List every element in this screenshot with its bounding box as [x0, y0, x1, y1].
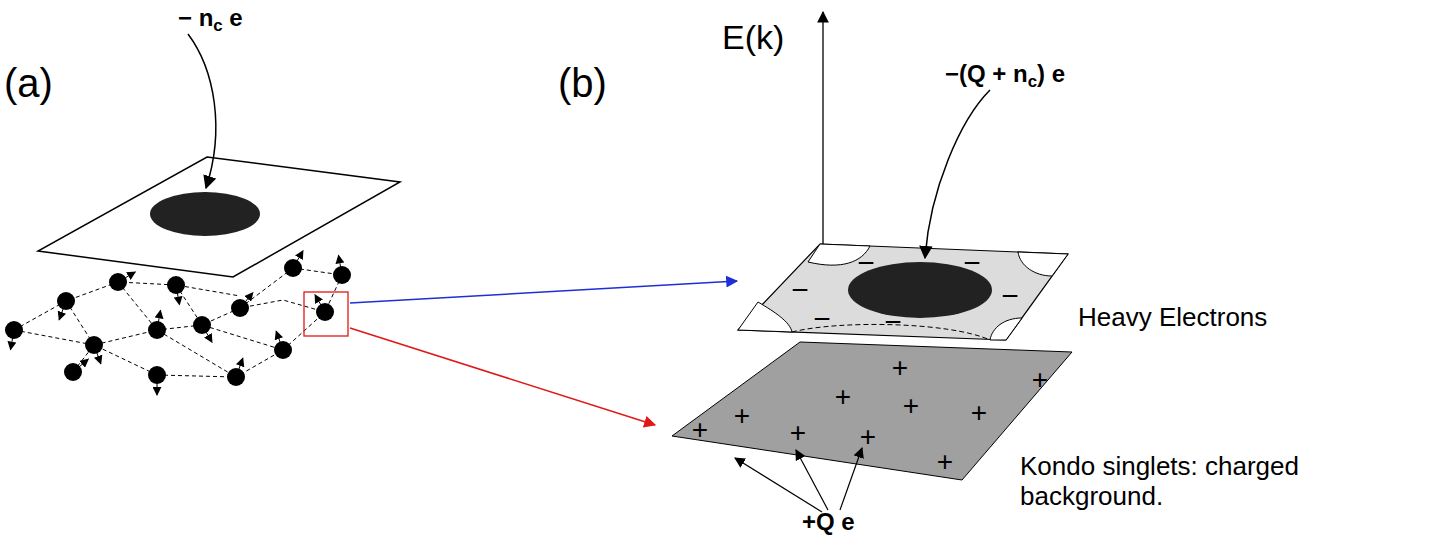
plus-sign: + [971, 397, 987, 429]
spin-arrow [276, 331, 283, 350]
minus-sign: − [791, 273, 809, 308]
leader-arrows [735, 448, 862, 512]
conduction-plane [38, 157, 400, 277]
blue-arrow [350, 281, 737, 303]
panel-label: (a) [4, 60, 53, 106]
leader-arrow [188, 34, 216, 188]
plus-sign: + [892, 352, 908, 384]
plus-sign: + [734, 400, 750, 432]
plus-sign: + [1032, 364, 1048, 396]
panel-label: (b) [558, 60, 607, 106]
plus-sign: + [937, 446, 953, 478]
minus-sign: − [1001, 279, 1019, 314]
spin-arrow [157, 310, 160, 330]
spin-arrow [59, 301, 66, 320]
axis-label: E(k) [722, 18, 784, 57]
kondo-plane [672, 342, 1072, 480]
red-arrow [350, 328, 655, 425]
spin-arrow [202, 325, 212, 342]
spin-arrow [11, 330, 14, 350]
energy-axis [822, 12, 823, 248]
spin-arrow [176, 285, 179, 305]
fermi-pockets [738, 244, 1068, 340]
leader-arrow [925, 90, 990, 258]
spin-lattice [5, 251, 351, 395]
plane-label: Heavy Electrons [1078, 303, 1267, 333]
spin-arrow [236, 358, 243, 377]
minus-sign: − [813, 302, 831, 337]
plus-sign: + [835, 381, 851, 413]
minus-sign: − [857, 246, 875, 281]
spin-arrow [240, 293, 253, 308]
highlight-box [304, 292, 348, 336]
plus-sign: + [860, 421, 876, 453]
plus-sign: + [790, 417, 806, 449]
charge-label: −(Q + nc) e [945, 60, 1065, 91]
minus-sign: − [884, 305, 902, 340]
plus-sign: + [903, 390, 919, 422]
spin-arrow [118, 272, 135, 282]
plus-sign: + [692, 414, 708, 446]
spin-arrow [157, 375, 158, 395]
plane-label: Kondo singlets: charged background. [1020, 452, 1320, 512]
minus-sign: − [963, 246, 981, 281]
spin-arrow [293, 251, 303, 268]
heavy-plane [738, 244, 1068, 340]
lattice-lines [14, 268, 342, 377]
fermi-sea [150, 192, 260, 236]
spin-arrow [339, 255, 342, 275]
charge-label: +Q e [802, 508, 855, 536]
spin-arrow [94, 345, 101, 364]
charge-label: − nc e [178, 4, 243, 35]
spin-arrow [315, 295, 325, 312]
spin-arrow [73, 359, 88, 372]
